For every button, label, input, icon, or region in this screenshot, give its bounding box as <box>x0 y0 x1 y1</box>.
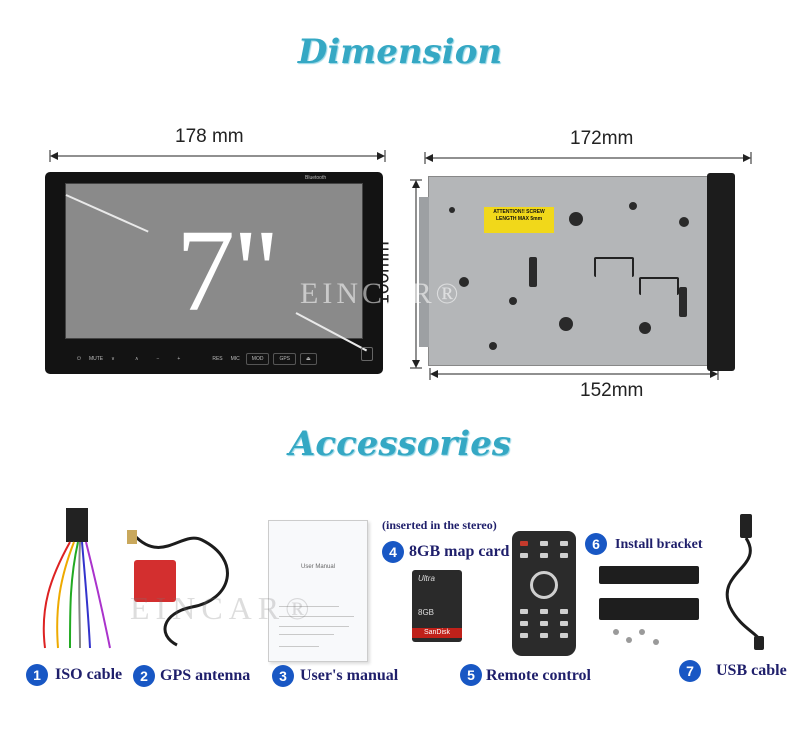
remote-button <box>540 609 548 614</box>
sd-card-note: (inserted in the stereo) <box>382 518 497 532</box>
manual-text-line <box>279 626 349 627</box>
chassis-bracket <box>639 277 679 295</box>
manual-text-line <box>279 634 334 635</box>
item-number-4: 4 <box>382 541 404 563</box>
watermark-bottom: EINCAR® <box>130 590 316 626</box>
bluetooth-label: Bluetooth <box>305 175 327 181</box>
install-bracket-image <box>599 566 699 645</box>
remote-button <box>520 609 528 614</box>
remote-button <box>560 553 568 558</box>
item-number-1: 1 <box>26 664 48 686</box>
depth-top-label: 172mm <box>570 128 634 149</box>
usb-port-icon <box>361 347 373 361</box>
stereo-front-image: 7'' Bluetooth ⏻ MUTE ∨ ∧ − + RES MIC MOD… <box>45 172 383 374</box>
screen-size-label: 7'' <box>176 205 278 336</box>
remote-button <box>520 553 528 558</box>
remote-button <box>560 633 568 638</box>
remote-button <box>520 633 528 638</box>
remote-button <box>540 553 548 558</box>
chevron-down-icon: ∨ <box>111 356 115 362</box>
attention-sticker: ATTENTION!! SCREW LENGTH MAX 5mm <box>484 207 554 233</box>
sd-card-series: Ultra <box>418 574 435 583</box>
manual-text-line <box>279 616 354 617</box>
item-number-5: 5 <box>460 664 482 686</box>
gps-antenna-image <box>127 530 229 647</box>
remote-button <box>560 541 568 546</box>
chassis-front-bezel <box>707 173 735 371</box>
chassis-slot <box>679 287 687 317</box>
screw-hole <box>449 207 455 213</box>
minus-icon: − <box>156 356 160 362</box>
remote-button <box>520 621 528 626</box>
chevron-up-icon: ∧ <box>134 356 139 362</box>
depth-bottom-label: 152mm <box>580 380 644 401</box>
screw-hole <box>489 342 497 350</box>
front-width-arrow <box>49 150 386 162</box>
usb-cable-image <box>725 514 764 650</box>
depth-bottom-arrow <box>429 368 719 380</box>
remote-button <box>540 541 548 546</box>
front-width-label: 178 mm <box>175 126 244 147</box>
sd-card-capacity: 8GB <box>418 608 435 617</box>
remote-button <box>560 621 568 626</box>
iso-cable-label: ISO cable <box>55 666 123 683</box>
remote-control-label: Remote control <box>486 667 591 684</box>
manual-text-line <box>279 606 339 607</box>
eject-icon: ⏏ <box>300 353 317 365</box>
remote-button <box>540 621 548 626</box>
item-number-3: 3 <box>272 665 294 687</box>
accessories-title: Accessories <box>289 424 511 464</box>
chassis-slot <box>529 257 537 287</box>
chassis-side-tab <box>419 197 429 347</box>
screen-glare <box>295 312 368 352</box>
remote-dpad <box>530 571 558 599</box>
stereo-screen: 7'' <box>65 183 368 352</box>
dimension-title: Dimension <box>297 32 503 72</box>
sd-card-image: Ultra 8GB SanDisk <box>412 570 462 642</box>
screw-hole <box>559 317 573 331</box>
install-bracket-label: Install bracket <box>615 537 703 552</box>
item-number-2: 2 <box>133 665 155 687</box>
height-arrow <box>410 179 422 369</box>
gps-button-label: GPS <box>273 353 297 365</box>
user-manual-image: User Manual <box>268 520 368 662</box>
power-icon: ⏻ <box>77 356 81 362</box>
sd-card-brand: SanDisk <box>412 628 462 638</box>
screw-hole <box>459 277 469 287</box>
mute-button-label: MUTE <box>88 356 104 362</box>
stereo-button-row: ⏻ MUTE ∨ ∧ − + RES MIC MOD GPS ⏏ <box>75 352 365 366</box>
chassis-bracket <box>594 257 634 277</box>
manual-text-line <box>279 646 319 647</box>
depth-top-arrow <box>424 152 752 164</box>
res-button-label: RES <box>212 356 223 362</box>
watermark-top: EINCAR® <box>300 277 463 310</box>
usb-cable-label: USB cable <box>716 662 787 679</box>
remote-control-image <box>512 531 576 656</box>
gps-antenna-label: GPS antenna <box>160 667 251 684</box>
screw-hole <box>639 322 651 334</box>
screw-hole <box>509 297 517 305</box>
mod-button-label: MOD <box>245 353 270 365</box>
screw-hole <box>629 202 637 210</box>
manual-title: User Manual <box>301 564 336 570</box>
iso-cable-image <box>42 508 111 649</box>
mic-button-label: MIC <box>230 356 240 362</box>
stereo-chassis-image: ATTENTION!! SCREW LENGTH MAX 5mm <box>419 173 735 371</box>
item-number-7: 7 <box>679 660 701 682</box>
remote-button <box>520 541 528 546</box>
item-number-6: 6 <box>585 533 607 555</box>
screw-hole <box>679 217 689 227</box>
plus-icon: + <box>177 356 181 362</box>
screw-hole <box>569 212 583 226</box>
map-card-label: 8GB map card <box>409 543 510 560</box>
users-manual-label: User's manual <box>300 667 399 684</box>
remote-button <box>540 633 548 638</box>
screen-glare <box>65 194 149 233</box>
remote-button <box>560 609 568 614</box>
